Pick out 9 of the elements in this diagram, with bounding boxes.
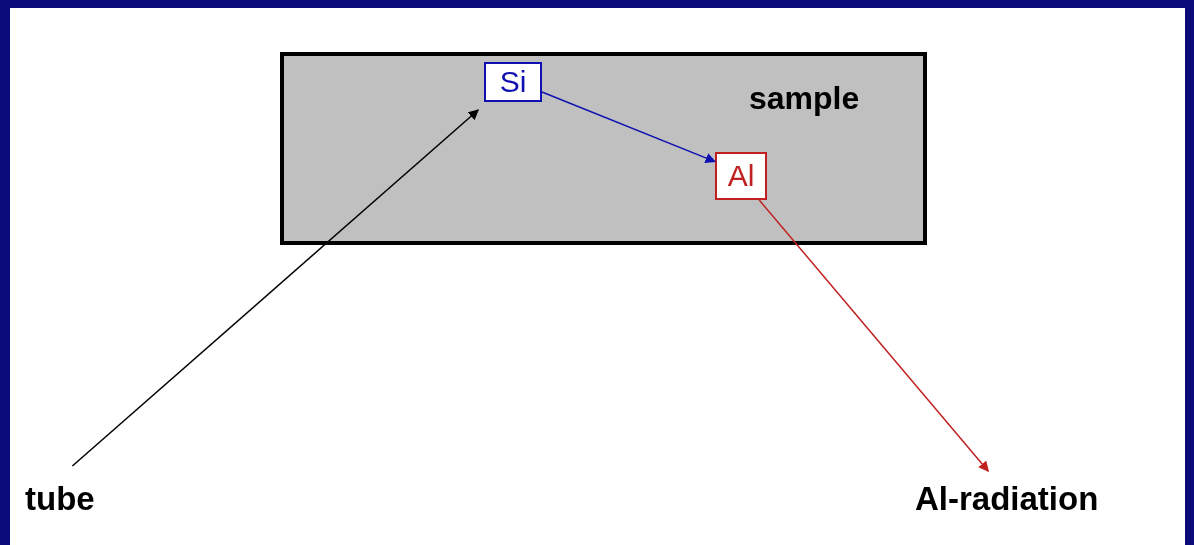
element-box: Si bbox=[484, 62, 542, 102]
arrow bbox=[71, 109, 479, 467]
arrow bbox=[758, 199, 990, 472]
sample-box bbox=[280, 52, 927, 245]
arrow bbox=[541, 91, 716, 163]
text-label: tube bbox=[25, 466, 95, 518]
box-title: sample bbox=[749, 80, 860, 117]
element-box: Al bbox=[715, 152, 767, 200]
text-label: Al-radiation bbox=[915, 466, 1099, 518]
